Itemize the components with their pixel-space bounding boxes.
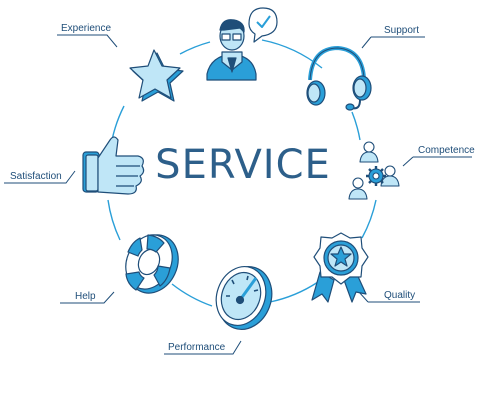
- lifebuoy-icon: [125, 234, 179, 294]
- medal-icon: [311, 232, 369, 303]
- label-satisfaction: Satisfaction: [10, 171, 62, 182]
- speedometer-icon: [215, 266, 273, 330]
- thumbs-up-icon: [82, 136, 145, 195]
- label-quality: Quality: [384, 290, 416, 301]
- label-competence: Competence: [418, 145, 475, 156]
- headset-icon: [306, 46, 372, 111]
- label-experience: Experience: [61, 23, 112, 34]
- diagram-title: SERVICE: [155, 142, 331, 188]
- star-icon: [129, 49, 184, 102]
- team-gear-icon: [348, 141, 400, 200]
- label-support: Support: [384, 25, 420, 36]
- label-performance: Performance: [168, 342, 226, 353]
- label-leaders: [4, 34, 472, 355]
- customer-icon: [206, 7, 278, 81]
- label-help: Help: [75, 291, 96, 302]
